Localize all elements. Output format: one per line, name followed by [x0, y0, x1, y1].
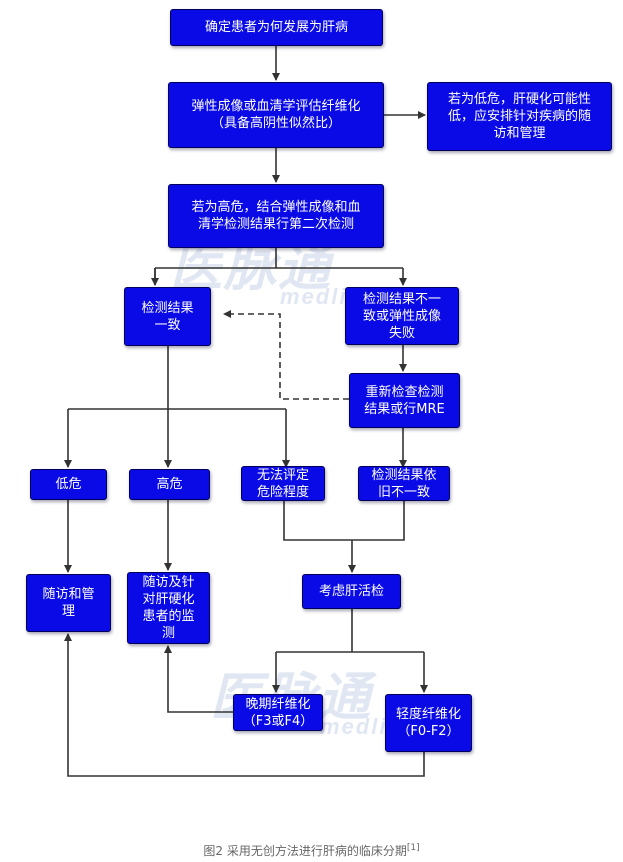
node-text: 致或弹性成像: [362, 308, 441, 324]
node-text: 晚期纤维化: [245, 696, 311, 712]
node-text: 患者的监: [142, 609, 195, 624]
node-elastography: 弹性成像或血清学评估纤维化 （具备高阴性似然比）: [168, 82, 384, 148]
node-recheck-or-mre: 重新检查检测 结果或行MRE: [349, 373, 460, 428]
node-text: 高危: [156, 477, 183, 492]
node-text: 失败: [388, 325, 415, 341]
node-text: 检测结果: [141, 300, 194, 316]
node-low-risk-cirrhosis: 若为低危，肝硬化可能性 低，应安排针对疾病的随 访和管理: [427, 82, 612, 151]
node-confirm-cause: 确定患者为何发展为肝病: [170, 9, 383, 46]
node-liver-biopsy: 考虑肝活检: [302, 574, 401, 609]
node-text: 一致: [154, 317, 181, 333]
node-text: 随访和管: [42, 587, 95, 602]
node-text: 对肝硬化: [142, 592, 195, 607]
node-text: 无法评定: [256, 467, 309, 483]
node-text: 弹性成像或血清学评估纤维化: [191, 99, 361, 114]
node-text: 确定患者为何发展为肝病: [204, 20, 348, 35]
node-text: （F0-F2）: [397, 724, 460, 739]
node-text: 若为低危，肝硬化可能性: [447, 92, 591, 107]
edge-consistent-split: [68, 346, 286, 410]
node-results-consistent: 检测结果 一致: [124, 287, 211, 346]
node-still-inconsistent: 检测结果依 旧不一致: [358, 466, 450, 501]
node-text: 若为高危，结合弹性成像和血: [191, 200, 361, 215]
edge-recheck-to-consistent-dashed: [223, 310, 349, 400]
node-text: 低危: [55, 477, 82, 492]
node-text: 重新检查检测: [365, 384, 444, 400]
node-text: 旧不一致: [377, 484, 430, 500]
caption-text: 图2 采用无创方法进行肝病的临床分期: [203, 844, 407, 858]
edge-mild-to-followup: [64, 633, 425, 777]
node-high-risk-second-test: 若为高危，结合弹性成像和血 清学检测结果行第二次检测: [168, 184, 384, 248]
node-text: 危险程度: [256, 484, 309, 500]
node-text: 结果或行MRE: [364, 401, 445, 417]
node-text: （具备高阴性似然比）: [210, 116, 341, 131]
node-cannot-assess: 无法评定 危险程度: [241, 466, 325, 501]
node-text: 理: [61, 604, 75, 619]
caption-reference: [1]: [406, 843, 420, 853]
node-text: 访和管理: [493, 126, 546, 141]
node-low-risk: 低危: [30, 469, 107, 500]
node-text: 低，应安排针对疾病的随: [447, 109, 591, 124]
node-text: 考虑肝活检: [318, 584, 384, 599]
node-text: 测: [161, 626, 175, 641]
node-advanced-fibrosis: 晚期纤维化 （F3或F4）: [233, 694, 323, 731]
node-cirrhosis-monitoring: 随访及针 对肝硬化 患者的监 测: [127, 572, 210, 644]
node-followup-management: 随访和管 理: [26, 574, 111, 632]
node-text: 检测结果不一: [362, 291, 441, 307]
figure-caption: 图2 采用无创方法进行肝病的临床分期[1]: [0, 842, 623, 859]
edge-to-biopsy-merge: [283, 500, 405, 572]
edge-biopsy-split: [276, 609, 424, 692]
node-text: 随访及针: [142, 575, 195, 590]
node-high-risk: 高危: [129, 469, 210, 500]
node-text: 检测结果依: [371, 467, 437, 483]
edge-late-to-monitor: [164, 645, 233, 713]
node-text: 清学检测结果行第二次检测: [197, 217, 354, 232]
node-mild-fibrosis: 轻度纤维化 （F0-F2）: [385, 694, 472, 752]
node-text: 轻度纤维化: [395, 707, 461, 722]
node-results-inconsistent: 检测结果不一 致或弹性成像 失败: [345, 287, 459, 345]
node-text: （F3或F4）: [242, 713, 314, 729]
edge-high-split: [154, 248, 403, 285]
